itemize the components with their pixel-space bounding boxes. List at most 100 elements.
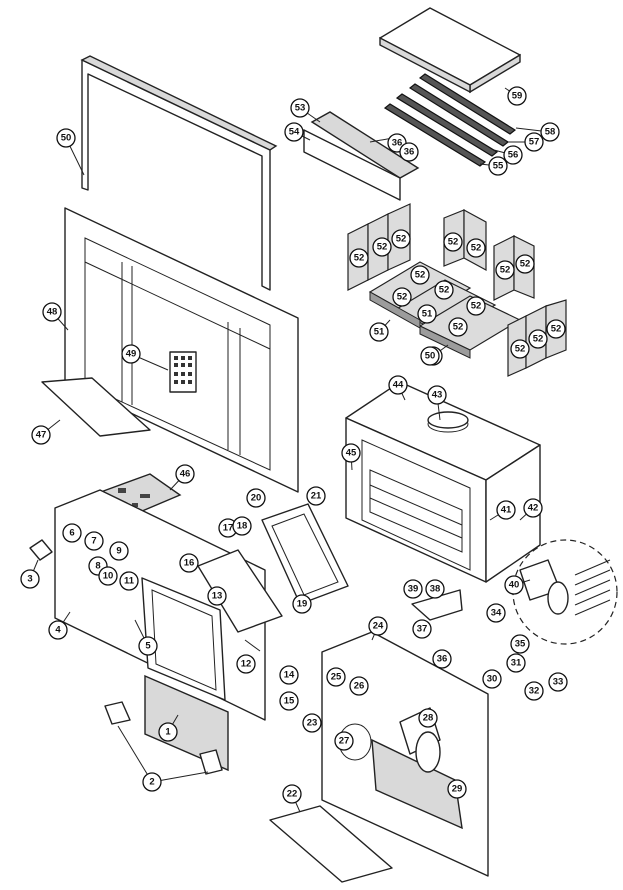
callout-46: 46 — [175, 464, 195, 484]
callout-13: 13 — [207, 586, 227, 606]
callout-3: 3 — [20, 569, 40, 589]
callout-51: 51 — [417, 304, 437, 324]
callout-number: 48 — [47, 307, 58, 318]
callout-51: 51 — [369, 322, 389, 342]
callout-number: 18 — [237, 521, 248, 532]
callout-number: 51 — [422, 309, 433, 320]
door-screen-part-1 — [144, 674, 229, 772]
callout-number: 14 — [284, 670, 295, 681]
callout-9: 9 — [109, 541, 129, 561]
base-strip-part-21 — [269, 805, 393, 883]
callout-number: 58 — [545, 127, 556, 138]
callout-35: 35 — [510, 634, 530, 654]
callout-14: 14 — [279, 665, 299, 685]
callout-number: 52 — [520, 259, 531, 270]
callout-37: 37 — [412, 619, 432, 639]
callout-2: 2 — [142, 772, 162, 792]
callout-4: 4 — [48, 620, 68, 640]
callout-38: 38 — [425, 579, 445, 599]
callout-number: 46 — [180, 469, 191, 480]
callout-57: 57 — [524, 132, 544, 152]
callout-number: 9 — [116, 546, 121, 557]
callout-number: 15 — [284, 696, 295, 707]
callout-52: 52 — [434, 280, 454, 300]
baffle-board-part-59 — [379, 7, 521, 94]
vent-grille-part-39 — [512, 539, 618, 645]
callout-number: 2 — [149, 777, 154, 788]
callout-6: 6 — [62, 523, 82, 543]
callout-52: 52 — [510, 339, 530, 359]
callout-10: 10 — [98, 566, 118, 586]
callout-number: 52 — [551, 324, 562, 335]
callout-59: 59 — [507, 86, 527, 106]
callout-number: 35 — [515, 639, 526, 650]
callout-number: 27 — [339, 736, 350, 747]
callout-52: 52 — [349, 248, 369, 268]
callout-1: 1 — [158, 722, 178, 742]
callout-16: 16 — [179, 553, 199, 573]
callout-number: 34 — [491, 608, 502, 619]
callout-number: 20 — [251, 493, 262, 504]
callout-number: 43 — [432, 390, 443, 401]
label-sheet-part-48 — [169, 351, 197, 393]
callout-41: 41 — [496, 500, 516, 520]
knob-part-3 — [29, 539, 53, 561]
callout-number: 36 — [437, 654, 448, 665]
callout-number: 17 — [223, 523, 234, 534]
trim-frame-part-49 — [80, 55, 278, 291]
callout-39: 39 — [403, 579, 423, 599]
callout-number: 6 — [69, 528, 74, 539]
callout-number: 24 — [373, 621, 384, 632]
callout-42: 42 — [523, 498, 543, 518]
callout-52: 52 — [466, 238, 486, 258]
callout-number: 44 — [393, 380, 404, 391]
callout-52: 52 — [546, 319, 566, 339]
callout-number: 33 — [553, 677, 564, 688]
callout-20: 20 — [246, 488, 266, 508]
callout-number: 42 — [528, 503, 539, 514]
callout-number: 49 — [126, 349, 137, 360]
callout-52: 52 — [466, 296, 486, 316]
baffle-halves-parts-53-54 — [303, 111, 420, 201]
callout-number: 57 — [529, 137, 540, 148]
callout-34: 34 — [486, 603, 506, 623]
callout-26: 26 — [349, 676, 369, 696]
callout-number: 13 — [212, 591, 223, 602]
callout-15: 15 — [279, 691, 299, 711]
callout-number: 50 — [425, 351, 436, 362]
callout-number: 29 — [452, 784, 463, 795]
callout-24: 24 — [368, 616, 388, 636]
callout-number: 55 — [493, 161, 504, 172]
callout-number: 41 — [501, 505, 512, 516]
callout-number: 25 — [331, 672, 342, 683]
callout-32: 32 — [524, 681, 544, 701]
callout-number: 26 — [354, 681, 365, 692]
callout-number: 3 — [27, 574, 32, 585]
callout-number: 45 — [346, 448, 357, 459]
callout-52: 52 — [392, 287, 412, 307]
callout-number: 40 — [509, 580, 520, 591]
callout-31: 31 — [506, 653, 526, 673]
callout-36: 36 — [399, 142, 419, 162]
callout-number: 32 — [529, 686, 540, 697]
callout-number: 28 — [423, 713, 434, 724]
callout-47: 47 — [31, 425, 51, 445]
callout-number: 38 — [430, 584, 441, 595]
callout-18: 18 — [232, 516, 252, 536]
firebox-body-part-44 — [345, 381, 541, 583]
callout-5: 5 — [138, 636, 158, 656]
bottom-trim-part-46 — [41, 377, 151, 437]
callout-number: 52 — [448, 237, 459, 248]
callout-number: 52 — [396, 234, 407, 245]
callout-43: 43 — [427, 385, 447, 405]
callout-number: 52 — [453, 322, 464, 333]
handles-part-2 — [104, 701, 223, 775]
callout-52: 52 — [448, 317, 468, 337]
callout-55: 55 — [488, 156, 508, 176]
callout-52: 52 — [410, 265, 430, 285]
callout-number: 53 — [295, 103, 306, 114]
callout-56: 56 — [503, 145, 523, 165]
callout-number: 52 — [500, 265, 511, 276]
callout-28: 28 — [418, 708, 438, 728]
